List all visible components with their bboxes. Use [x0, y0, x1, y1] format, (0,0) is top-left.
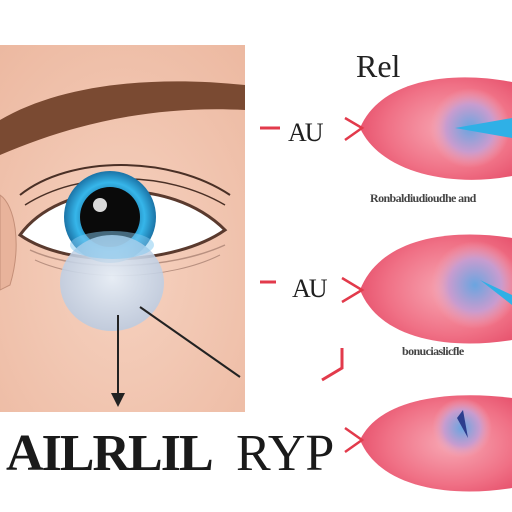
finger — [0, 194, 17, 291]
label-au-2: AU — [292, 274, 328, 303]
eye-diagram-column: Rel AU Ronbaldiudioudhe and AU bonuciasl… — [250, 0, 512, 512]
eye-shapes — [260, 77, 512, 492]
right-heading: Rel — [356, 48, 401, 84]
bottom-title-left: AILRLIL — [6, 425, 214, 482]
eyebrow — [0, 81, 245, 155]
eye-shape-3 — [344, 395, 512, 492]
caption-2: bonuciaslicfle — [402, 344, 464, 358]
bottom-title-right: RYP — [236, 425, 335, 482]
eye-shape-1 — [344, 77, 512, 180]
eye-shape-2 — [341, 234, 512, 344]
label-au-1: AU — [288, 118, 324, 147]
caption-1: Ronbaldiudioudhe and — [370, 191, 476, 205]
contact-lens — [60, 235, 164, 331]
eye-closeup-illustration — [0, 45, 245, 412]
